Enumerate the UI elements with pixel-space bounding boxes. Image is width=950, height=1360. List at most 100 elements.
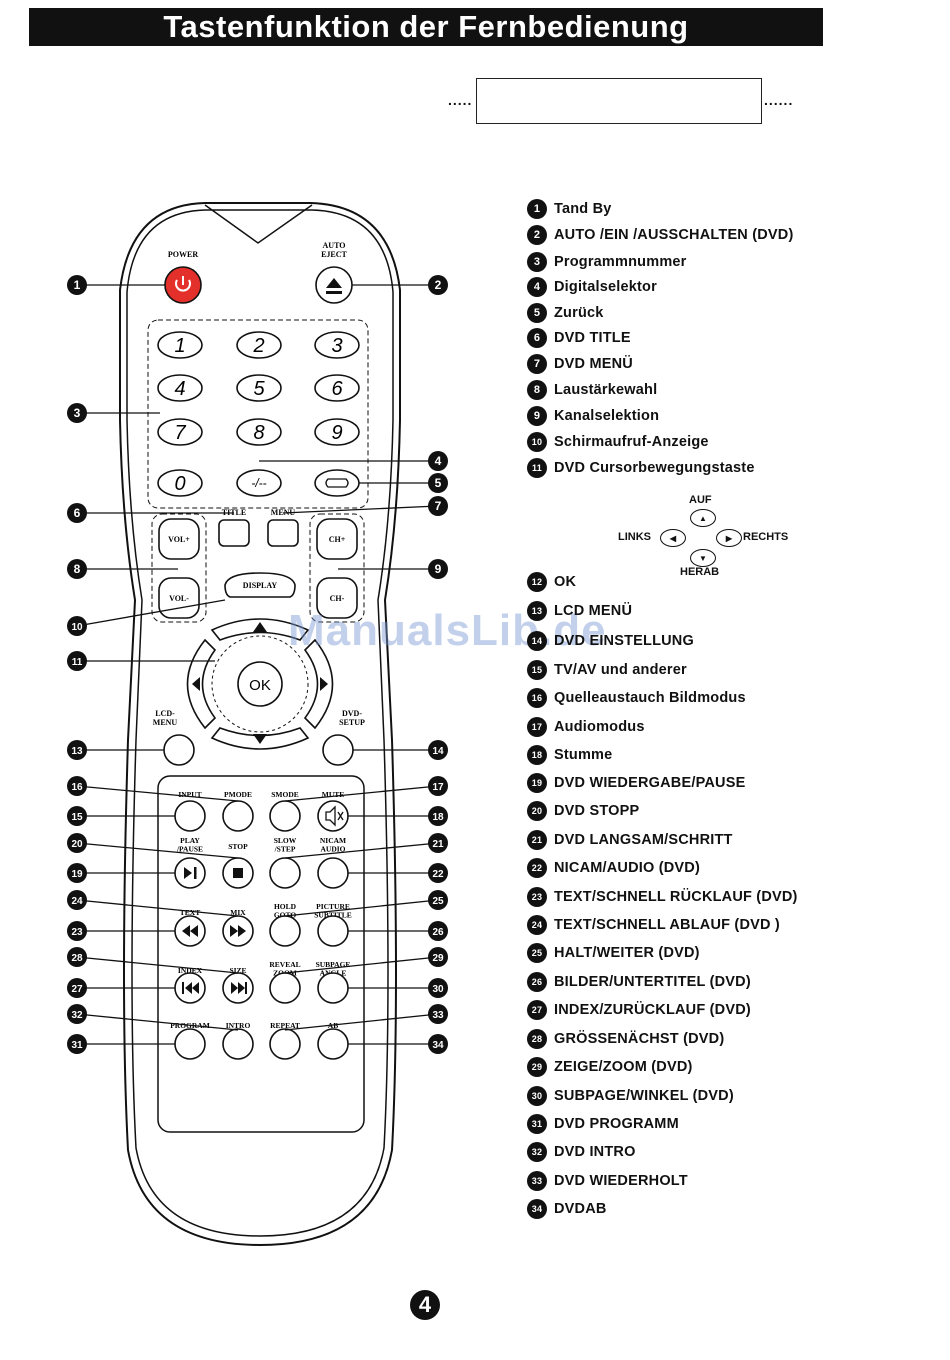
callout-number: 25 <box>432 896 444 907</box>
callout-bubble <box>428 451 448 471</box>
smode-button[interactable] <box>269 800 301 832</box>
menu-button[interactable] <box>267 519 299 547</box>
pad-label-down: HERAB <box>680 566 720 578</box>
callout-line <box>76 899 239 917</box>
callout-bubble <box>67 921 87 941</box>
smode-label: SMODE <box>271 790 299 799</box>
stop-icon <box>233 868 243 878</box>
digit-6-button[interactable] <box>314 374 360 402</box>
digit-2-button[interactable] <box>236 331 282 359</box>
legend-number: 31 <box>527 1114 547 1134</box>
nicam-audio-button[interactable] <box>317 857 349 889</box>
callout-line <box>284 899 439 917</box>
digit-1-button[interactable] <box>157 331 203 359</box>
callout-line <box>76 785 239 802</box>
vol-up-button[interactable] <box>158 518 200 560</box>
slow-step-label: /STEP <box>274 845 296 854</box>
callout-number: 2 <box>435 278 442 292</box>
intro-button[interactable] <box>222 1028 254 1060</box>
digit-label: 1 <box>174 335 185 357</box>
index-label: INDEX <box>178 966 203 975</box>
legend-text: Tand By <box>554 201 612 217</box>
input-button[interactable] <box>174 800 206 832</box>
legend-number: 27 <box>527 1000 547 1020</box>
lcd-menu-button[interactable] <box>163 734 195 766</box>
return-button[interactable] <box>314 469 360 497</box>
callout-number: 20 <box>71 839 83 850</box>
legend-number: 29 <box>527 1057 547 1077</box>
legend-text: Schirmaufruf-Anzeige <box>554 434 709 450</box>
legend-number: 17 <box>527 717 547 737</box>
digit-5-button[interactable] <box>236 374 282 402</box>
picture-subtitle-label: SUBTITLE <box>314 911 352 920</box>
dpad-left-button[interactable] <box>186 638 217 730</box>
digit-4-button[interactable] <box>157 374 203 402</box>
chevron-down-icon: ▼ <box>690 549 716 567</box>
callout-number: 21 <box>432 839 444 850</box>
ch-down-button[interactable] <box>316 577 358 619</box>
display-label: DISPLAY <box>243 581 278 590</box>
callout-bubble <box>428 275 448 295</box>
digit-label: 8 <box>253 422 264 444</box>
pmode-button[interactable] <box>222 800 254 832</box>
callout-bubble <box>67 947 87 967</box>
legend-number: 5 <box>527 303 547 323</box>
input-label: INPUT <box>178 790 201 799</box>
reveal-zoom-button[interactable] <box>269 972 301 1004</box>
legend-number: 10 <box>527 432 547 452</box>
callout-number: 33 <box>432 1010 444 1021</box>
legend-text: DVD MENÜ <box>554 356 633 372</box>
display-button[interactable] <box>224 572 296 598</box>
callout-number: 3 <box>74 406 81 420</box>
dash-button[interactable] <box>236 469 282 497</box>
subpage-angle-button[interactable] <box>317 972 349 1004</box>
callout-line <box>282 505 439 514</box>
callout-bubble <box>67 503 87 523</box>
legend-number: 9 <box>527 406 547 426</box>
digit-8-button[interactable] <box>236 418 282 446</box>
legend-number: 18 <box>527 745 547 765</box>
legend-number: 25 <box>527 943 547 963</box>
reveal-zoom-label: REVEAL <box>269 960 300 969</box>
slow-step-button[interactable] <box>269 857 301 889</box>
dvd-setup-button[interactable] <box>322 734 354 766</box>
ab-button[interactable] <box>317 1028 349 1060</box>
vol-down-button[interactable] <box>158 577 200 619</box>
callout-number: 26 <box>432 927 444 938</box>
mute-x-icon <box>337 811 344 821</box>
callout-bubble <box>428 496 448 516</box>
play-pause-label: PLAY <box>180 836 200 845</box>
dpad-right-button[interactable] <box>303 638 334 730</box>
digit-7-button[interactable] <box>157 418 203 446</box>
callout-bubble <box>67 559 87 579</box>
legend-text: DVD EINSTELLUNG <box>554 633 694 649</box>
repeat-button[interactable] <box>269 1028 301 1060</box>
program-button[interactable] <box>174 1028 206 1060</box>
picture-subtitle-button[interactable] <box>317 915 349 947</box>
direction-pad-diagram: AUF ▲ LINKS ◀ ▶ RECHTS ▼ HERAB <box>612 494 812 578</box>
legend-text: DVD INTRO <box>554 1144 636 1160</box>
dash-label: -/-- <box>251 476 266 490</box>
legend-text: TV/AV und anderer <box>554 662 687 678</box>
title-button[interactable] <box>218 519 250 547</box>
mute-button[interactable] <box>317 800 349 832</box>
digit-label: 2 <box>252 335 264 357</box>
chevron-right-icon: ▶ <box>716 529 742 547</box>
ok-button[interactable] <box>237 661 283 707</box>
power-label: POWER <box>168 250 198 259</box>
digit-9-button[interactable] <box>314 418 360 446</box>
digit-3-button[interactable] <box>314 331 360 359</box>
hold-goto-button[interactable] <box>269 915 301 947</box>
legend-text: SUBPAGE/WINKEL (DVD) <box>554 1088 734 1104</box>
legend-text: DVD WIEDERHOLT <box>554 1173 688 1189</box>
chevron-left-icon: ◀ <box>660 529 686 547</box>
pad-label-up: AUF <box>689 494 712 506</box>
digit-0-button[interactable] <box>157 469 203 497</box>
ch-up-button[interactable] <box>316 518 358 560</box>
